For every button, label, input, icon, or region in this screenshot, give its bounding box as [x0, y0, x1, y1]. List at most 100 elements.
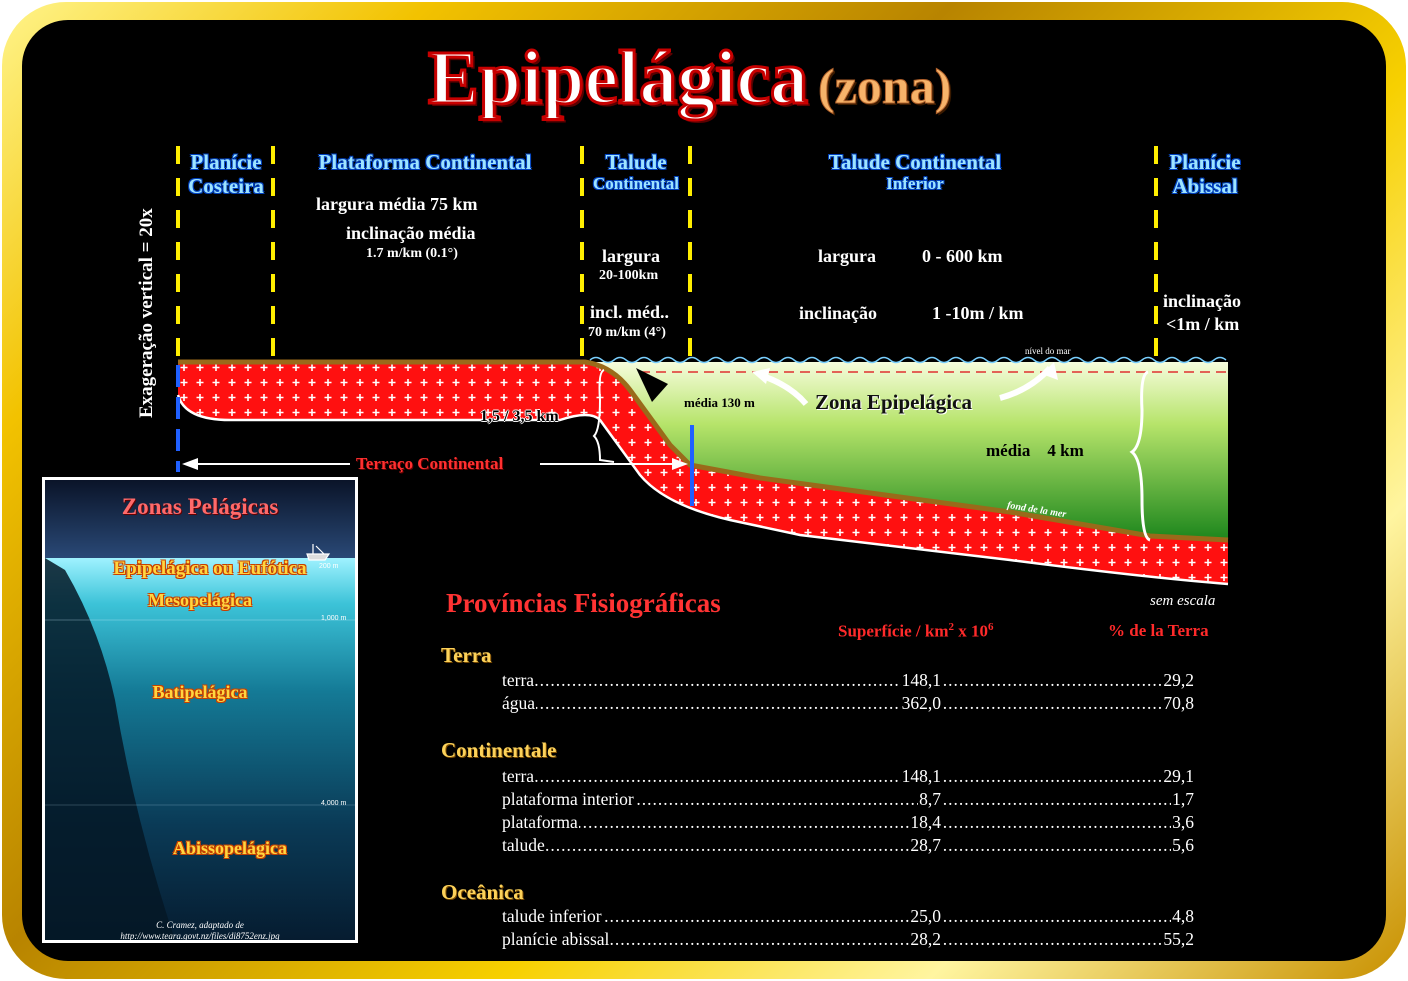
planicie-abissal-line2: Abissal	[1172, 174, 1238, 199]
inset-credit-1: C. Cramez, adaptado de	[156, 920, 244, 930]
row-percent: 3,6	[1171, 812, 1194, 833]
leader-dots: ........................................…	[502, 766, 1194, 786]
planicie-costeira-line2: Costeira	[188, 174, 264, 199]
row-label: terra	[502, 670, 536, 691]
sea-level-waves	[589, 356, 1227, 364]
leader-dots: ........................................…	[502, 812, 1194, 832]
table-col-percent: % de la Terra	[1108, 621, 1209, 640]
continental-crust	[178, 362, 1228, 584]
table-row: ........................................…	[502, 929, 1194, 951]
mean-depth-label: média 4 km	[986, 441, 1084, 460]
row-surface: 148,1	[900, 670, 942, 691]
table-row: ........................................…	[502, 835, 1194, 857]
header-planicie-costeira: Planície Costeira	[182, 150, 270, 198]
table-row: ........................................…	[502, 812, 1194, 834]
row-label: talude	[502, 835, 546, 856]
inset-credit-2: http://www.teara.govt.nz/files/di8752enz…	[120, 931, 280, 941]
inset-ocean-image	[45, 480, 355, 940]
row-label: água	[502, 693, 537, 714]
leader-dots: ........................................…	[502, 789, 1194, 809]
talude-inferior-incl-value: 1 -10m / km	[932, 303, 1024, 323]
row-surface: 8,7	[918, 789, 942, 810]
talude-inferior-width-label: largura	[818, 246, 876, 266]
table-row: ........................................…	[502, 789, 1194, 811]
plataforma-incl-label: inclinação média	[346, 223, 476, 243]
title-sub: (zona)	[818, 58, 952, 114]
plataforma-width: largura média 75 km	[316, 194, 478, 214]
section-continentale: Continentale	[441, 738, 557, 762]
table-col-surface: Superfície / km2 x 106	[838, 621, 994, 642]
talude-line2: Continental	[593, 174, 679, 194]
row-percent: 4,8	[1171, 906, 1194, 927]
leader-dots: ........................................…	[502, 906, 1194, 926]
crust-base-line	[176, 394, 1229, 586]
section-terra: Terra	[441, 643, 492, 667]
table-col-surface-text: Superfície / km	[838, 621, 949, 641]
inset-depth-1000: 1,000 m	[321, 615, 347, 622]
row-label: talude inferior	[502, 906, 603, 927]
row-surface: 18,4	[909, 812, 942, 833]
talude-inferior-incl-label: inclinação	[799, 303, 878, 323]
table-col-surface-sup1: 2	[948, 621, 955, 633]
row-surface: 25,0	[909, 906, 942, 927]
table-row: ........................................…	[502, 670, 1194, 692]
row-surface: 28,7	[909, 835, 942, 856]
plataforma-incl-value: 1.7 m/km (0.1°)	[366, 246, 458, 261]
leader-dots: ........................................…	[502, 929, 1194, 949]
page-title: Epipelágica(zona)	[426, 39, 952, 118]
table-row: ........................................…	[502, 906, 1194, 928]
row-surface: 28,2	[909, 929, 942, 950]
sea-level-label: nível do mar	[1025, 346, 1071, 356]
title-main: Epipelágica	[426, 36, 809, 120]
vertical-exaggeration-label: Exageração vertical = 20x	[136, 208, 157, 418]
row-percent: 55,2	[1162, 929, 1194, 950]
continental-terrace-label: Terraço Continental	[356, 454, 504, 473]
talude-line1: Talude	[605, 150, 667, 174]
province-dividers	[176, 146, 1158, 362]
table-title: Províncias Fisiográficas	[446, 588, 721, 618]
inset-zone-abissopelagica: Abissopelágica	[172, 838, 287, 858]
section-oceanica: Oceânica	[441, 880, 524, 904]
inset-title: Zonas Pelágicas	[121, 494, 279, 519]
table-row: ........................................…	[502, 766, 1194, 788]
inset-depth-4000: 4,000 m	[321, 800, 347, 807]
planicie-abissal-line1: Planície	[1169, 150, 1241, 174]
row-label: planície abissal	[502, 929, 611, 950]
row-percent: 1,7	[1171, 789, 1194, 810]
talude-incl-label: incl. méd..	[590, 302, 669, 322]
talude-inferior-line1: Talude Continental	[828, 150, 1002, 174]
row-surface: 148,1	[900, 766, 942, 787]
table-row: ........................................…	[502, 693, 1194, 715]
ocean-water	[590, 362, 1228, 540]
planicie-abissal-incl-label: inclinação	[1163, 291, 1242, 311]
row-label: terra	[502, 766, 536, 787]
shelf-depth-label: média 130 m	[684, 395, 755, 410]
row-label: plataforma interior	[502, 789, 635, 810]
header-talude: Talude Continental	[584, 150, 688, 194]
talude-incl-value: 70 m/km (4°)	[588, 325, 666, 340]
sea-floor-line	[178, 359, 1229, 543]
header-planicie-abissal: Planície Abissal	[1158, 150, 1252, 198]
inset-zone-mesopelagica: Mesopelágica	[148, 590, 252, 610]
leader-dots: ........................................…	[502, 693, 1194, 713]
talude-inferior-width-value: 0 - 600 km	[922, 246, 1003, 266]
inset-depth-200: 200 m	[319, 563, 339, 570]
row-percent: 70,8	[1162, 693, 1194, 714]
epipelagic-zone-label: Zona Epipelágica	[815, 390, 972, 414]
talude-width-label: largura	[602, 246, 660, 266]
leader-dots: ........................................…	[502, 670, 1194, 690]
header-plataforma: Plataforma Continental	[318, 150, 532, 174]
planicie-costeira-line1: Planície	[190, 150, 262, 174]
planicie-abissal-incl-value: <1m / km	[1166, 314, 1240, 334]
no-scale-label: sem escala	[1150, 593, 1216, 609]
inset-zone-batipelagica: Batipelágica	[152, 682, 248, 702]
row-percent: 29,2	[1162, 670, 1194, 691]
leader-dots: ........................................…	[502, 835, 1194, 855]
row-label: plataforma	[502, 812, 579, 833]
talude-inferior-line2: Inferior	[886, 174, 944, 194]
table-col-surface-x: x 10	[954, 621, 988, 641]
inset-zone-epipelagica: Epipelágica ou Eufótica	[113, 558, 307, 579]
row-surface: 362,0	[900, 693, 942, 714]
talude-width-value: 20-100km	[599, 268, 659, 283]
